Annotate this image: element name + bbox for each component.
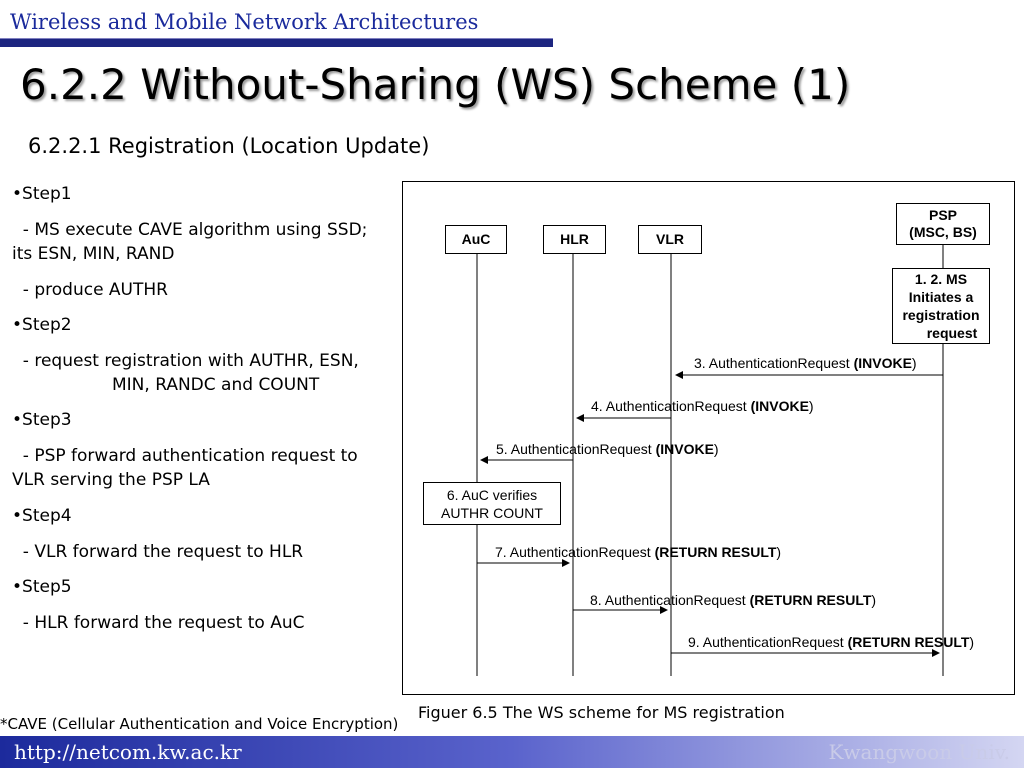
step4-heading: •Step4: [12, 506, 72, 526]
cave-footnote: *CAVE (Cellular Authentication and Voice…: [0, 715, 399, 733]
step1-heading: •Step1: [12, 184, 72, 204]
header-divider: [0, 38, 553, 47]
step5-heading: •Step5: [12, 577, 72, 597]
msg5-label: 5. AuthenticationRequest (INVOKE): [496, 441, 719, 457]
footer-university: Kwangwoon Univ.: [828, 740, 1010, 764]
step2-heading: •Step2: [12, 315, 72, 335]
msg7-label: 7. AuthenticationRequest (RETURN RESULT): [495, 544, 782, 560]
ms-initiates-note: 1. 2. MS Initiates a registration reques…: [892, 268, 990, 344]
course-title: Wireless and Mobile Network Architecture…: [10, 10, 479, 34]
step3-body: - PSP forward authentication request to …: [12, 446, 358, 490]
footer-bar: [0, 736, 1024, 768]
auc-entity: AuC: [445, 225, 507, 254]
auc-verifies-note: 6. AuC verifies AUTHR COUNT: [423, 482, 561, 525]
step5-body: - HLR forward the request to AuC: [12, 613, 305, 633]
slide-title: 6.2.2 Without-Sharing (WS) Scheme (1): [20, 60, 851, 109]
step3-heading: •Step3: [12, 410, 72, 430]
step1-body: - MS execute CAVE algorithm using SSD; i…: [12, 220, 368, 300]
sequence-diagram-frame: [402, 181, 1015, 695]
msg9-label: 9. AuthenticationRequest (RETURN RESULT): [688, 634, 975, 650]
msg3-label: 3. AuthenticationRequest (INVOKE): [694, 355, 917, 371]
psp-entity: PSP (MSC, BS): [896, 203, 990, 245]
step2-body: - request registration with AUTHR, ESN, …: [12, 351, 359, 395]
msg4-label: 4. AuthenticationRequest (INVOKE): [591, 398, 814, 414]
footer-url: http://netcom.kw.ac.kr: [14, 740, 242, 764]
vlr-entity: VLR: [638, 225, 702, 254]
slide-subtitle: 6.2.2.1 Registration (Location Update): [28, 134, 430, 158]
step4-body: - VLR forward the request to HLR: [12, 542, 304, 562]
figure-caption: Figuer 6.5 The WS scheme for MS registra…: [418, 703, 785, 722]
hlr-entity: HLR: [543, 225, 606, 254]
msg8-label: 8. AuthenticationRequest (RETURN RESULT): [590, 592, 877, 608]
